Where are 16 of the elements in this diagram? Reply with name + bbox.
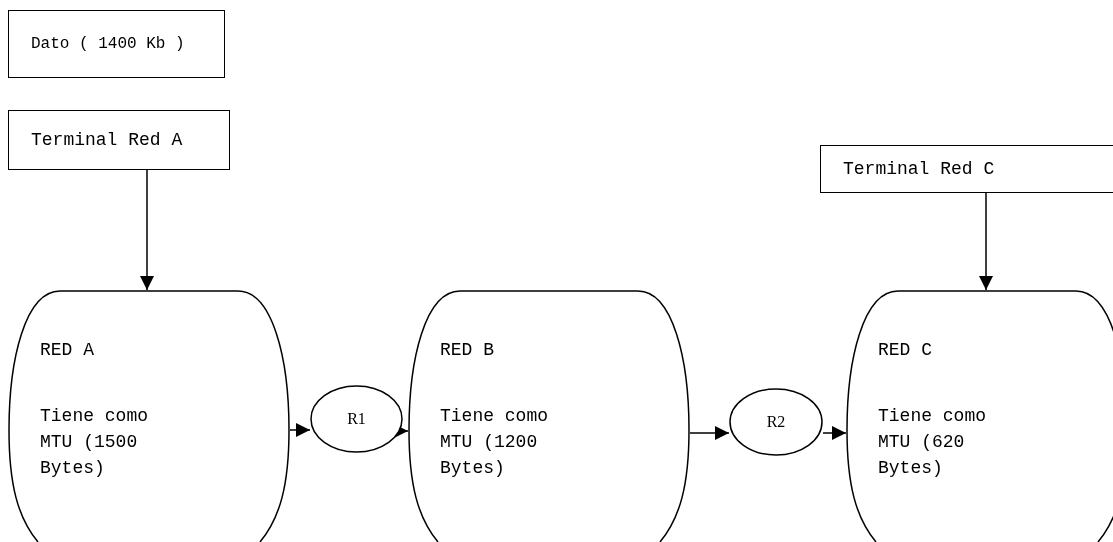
arrow (979, 192, 993, 291)
arrow (822, 426, 847, 440)
router-label: R1 (347, 410, 366, 428)
mtu-text: Tiene como MTU (1500 Bytes) (40, 405, 150, 480)
router-label: R2 (766, 413, 786, 431)
terminal-box: Terminal Red C (820, 145, 1113, 193)
mtu-text: Tiene como MTU (620 Bytes) (878, 405, 988, 480)
terminal-box: Terminal Red A (8, 110, 230, 170)
network-name: RED A (40, 340, 94, 360)
arrow (289, 423, 311, 437)
arrow (140, 169, 154, 291)
data-box: Dato ( 1400 Kb ) (8, 10, 225, 78)
mtu-text: Tiene como MTU (1200 Bytes) (440, 405, 550, 480)
network-name: RED C (878, 340, 932, 360)
arrow (689, 426, 730, 440)
network-name: RED B (440, 340, 494, 360)
